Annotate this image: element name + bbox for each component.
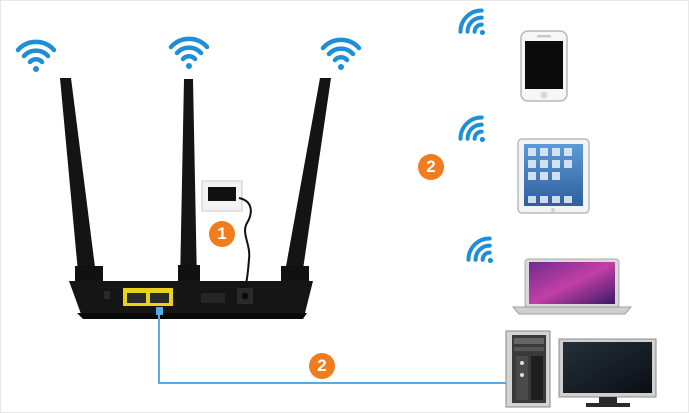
antenna-center	[180, 79, 197, 284]
laptop-icon	[511, 258, 633, 315]
antenna-left	[60, 78, 97, 283]
tablet-icon	[517, 138, 590, 214]
wifi-signal-icon	[466, 236, 494, 264]
step-badge-wireless: 2	[418, 154, 444, 180]
smartphone-icon	[520, 30, 568, 102]
step-badge-wired: 2	[309, 353, 335, 379]
wifi-signal-icon	[168, 36, 210, 69]
wifi-signal-icon	[458, 8, 486, 36]
desktop-pc-icon	[505, 330, 551, 408]
power-adapter-icon	[201, 180, 252, 289]
router-icon	[60, 78, 331, 319]
step-badge-power: 1	[209, 221, 235, 247]
antenna-right	[283, 78, 331, 283]
monitor-icon	[558, 338, 657, 407]
wifi-signal-icon	[458, 115, 486, 143]
wifi-signal-icon	[320, 37, 362, 70]
wifi-signal-icon	[15, 39, 57, 72]
network-cable	[156, 307, 509, 384]
